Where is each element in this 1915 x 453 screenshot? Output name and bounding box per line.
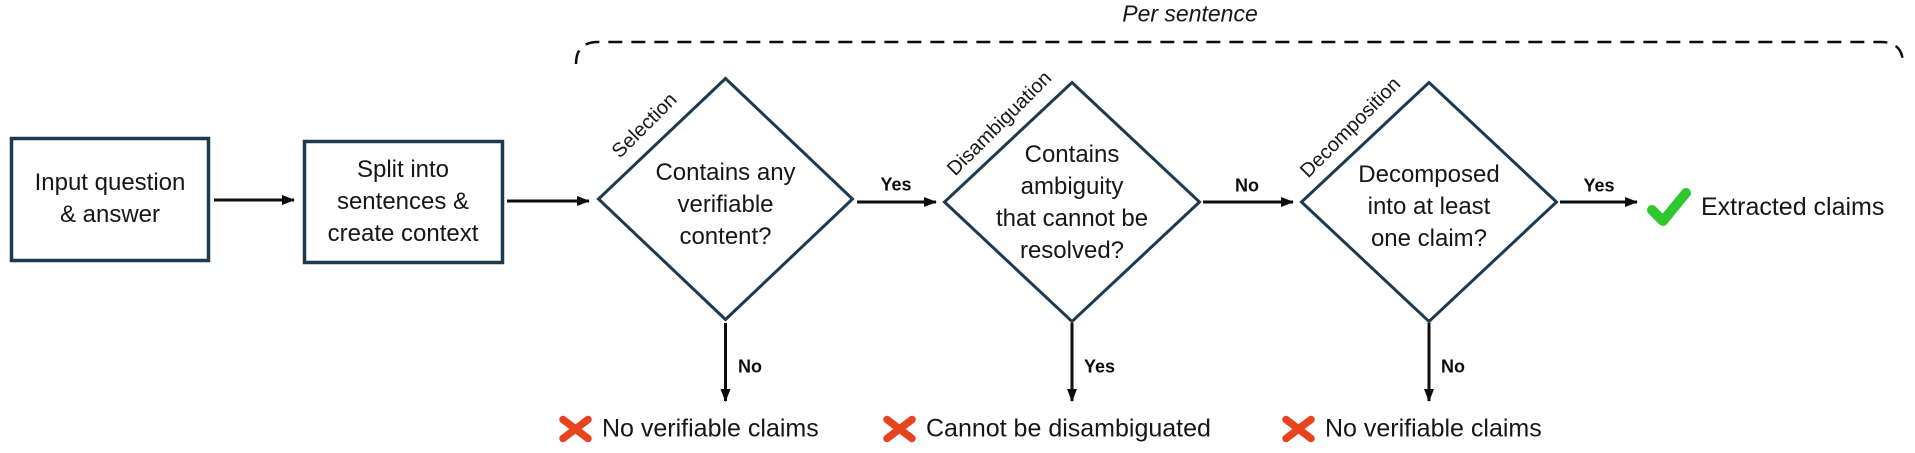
- selection-question: Contains any verifiable content?: [655, 159, 796, 250]
- outcome-decomposition-fail: No verifiable claims: [1281, 415, 1542, 444]
- input-box-shape: [9, 136, 211, 263]
- x-icon: [559, 415, 592, 443]
- edge-label-decomposition-down-no: No: [1441, 356, 1465, 377]
- selection-diamond-shape: [596, 76, 855, 322]
- disambiguation-diamond-shape: [942, 80, 1202, 324]
- outcome-label: Cannot be disambiguated: [926, 414, 1211, 443]
- outcome-extracted-claims: Extracted claims: [1646, 187, 1884, 227]
- edge-label-disambiguation-no: No: [1235, 175, 1259, 196]
- per-sentence-label: Per sentence: [1122, 0, 1258, 27]
- x-icon: [883, 415, 916, 443]
- outcome-label: No verifiable claims: [1325, 414, 1542, 443]
- decomposition-diamond-shape: [1299, 80, 1559, 324]
- check-icon: [1647, 188, 1691, 226]
- outcome-disambiguation-fail: Cannot be disambiguated: [882, 415, 1211, 444]
- outcome-label: No verifiable claims: [602, 414, 819, 443]
- edge-label-decomposition-yes: Yes: [1583, 175, 1615, 196]
- edge-label-disambiguation-down-yes: Yes: [1084, 356, 1116, 377]
- per-sentence-bracket: [574, 40, 1905, 65]
- outcome-label: Extracted claims: [1701, 192, 1885, 221]
- input-box-label: Input question & answer: [34, 169, 186, 228]
- split-box-label: Split into sentences & create context: [327, 155, 479, 247]
- decomposition-question: Decomposed into at least one claim?: [1358, 161, 1500, 252]
- split-box-shape: [302, 139, 505, 265]
- edge-label-selection-down-no: No: [738, 356, 762, 377]
- edge-label-selection-yes: Yes: [880, 174, 912, 195]
- outcome-selection-fail: No verifiable claims: [558, 415, 819, 444]
- disambiguation-question: Contains ambiguity that cannot be resolv…: [995, 141, 1149, 264]
- x-icon: [1282, 415, 1315, 443]
